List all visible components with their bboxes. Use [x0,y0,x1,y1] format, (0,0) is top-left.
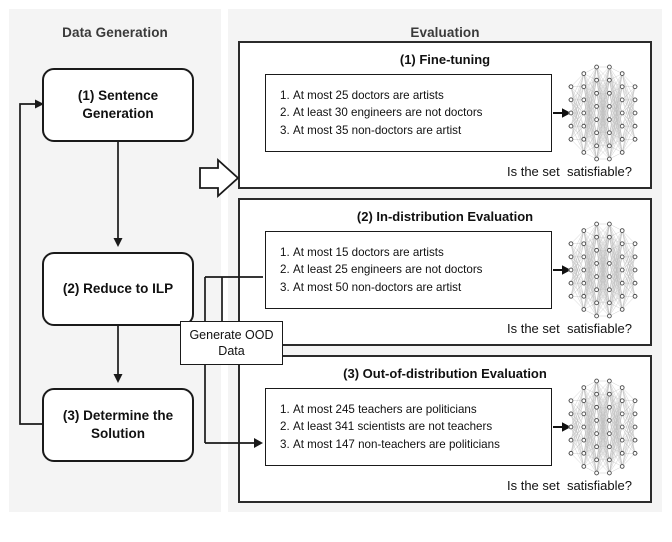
sentence-list-box: 1.At most 15 doctors are artists 2.At le… [265,231,552,309]
sentence-number: 2. [280,263,290,277]
card-title: (3) Out-of-distribution Evaluation [343,366,547,381]
card-title: (1) Fine-tuning [399,52,491,67]
sentence-text: At most 25 doctors are artists [293,88,444,102]
process-box-label: (2) Reduce to ILP [62,280,174,296]
sentence-text: At most 35 non-doctors are artist [293,123,462,137]
sentence-item: 3.At most 35 non-doctors are artist [280,122,551,140]
evaluation-title: Evaluation [410,25,480,40]
card-title: (2) In-distribution Evaluation [356,209,534,224]
sentence-number: 3. [280,437,290,451]
process-box-label: (1) Sentence Generation [77,87,159,121]
sentence-text: At least 341 scientists are not teachers [293,420,493,434]
sentence-number: 1. [280,245,290,259]
question-text: Is the set satisfiable? [506,164,632,179]
sentence-item: 1.At most 25 doctors are artists [280,87,551,105]
sentence-item: 2.At least 25 engineers are not doctors [280,261,551,279]
sentence-number: 2. [280,106,290,120]
arrow-to-model-icon [553,422,571,432]
sentence-list-box: 1.At most 25 doctors are artists 2.At le… [265,74,552,152]
generate-ood-data-label: Generate OOD Data [189,327,274,358]
process-box-reduce-to-ilp[interactable]: (2) Reduce to ILP [42,252,194,326]
sentence-number: 1. [280,88,290,102]
sentence-list-box: 1.At most 245 teachers are politicians 2… [265,388,552,466]
process-box-determine-solution[interactable]: (3) Determine the Solution [42,388,194,462]
sentence-number: 3. [280,123,290,137]
generate-ood-data-box[interactable]: Generate OOD Data [180,321,283,365]
sentence-item: 2.At least 341 scientists are not teache… [280,418,551,436]
sentence-number: 1. [280,402,290,416]
sentence-text: At most 50 non-doctors are artist [293,280,462,294]
sentence-text: At most 245 teachers are politicians [293,402,477,416]
question-text: Is the set satisfiable? [506,321,632,336]
sentence-text: At least 25 engineers are not doctors [293,263,483,277]
sentence-item: 1.At most 245 teachers are politicians [280,401,551,419]
sentence-text: At most 147 non-teachers are politicians [293,437,500,451]
sentence-number: 3. [280,280,290,294]
sentence-item: 3.At most 147 non-teachers are politicia… [280,436,551,454]
sentence-item: 3.At most 50 non-doctors are artist [280,279,551,297]
process-box-label: (3) Determine the Solution [62,407,174,441]
neural-network-icon [568,63,638,163]
neural-network-icon [568,377,638,477]
sentence-text: At most 15 doctors are artists [293,245,444,259]
evaluation-card-out-of-distribution[interactable]: (3) Out-of-distribution Evaluation 1.At … [238,355,652,503]
data-generation-title: Data Generation [62,25,168,40]
sentence-number: 2. [280,420,290,434]
neural-network-icon [568,220,638,320]
arrow-to-model-icon [553,265,571,275]
arrow-to-model-icon [553,108,571,118]
process-box-sentence-generation[interactable]: (1) Sentence Generation [42,68,194,142]
sentence-item: 1.At most 15 doctors are artists [280,244,551,262]
sentence-item: 2.At least 30 engineers are not doctors [280,104,551,122]
evaluation-card-fine-tuning[interactable]: (1) Fine-tuning 1.At most 25 doctors are… [238,41,652,189]
sentence-text: At least 30 engineers are not doctors [293,106,483,120]
evaluation-card-in-distribution[interactable]: (2) In-distribution Evaluation 1.At most… [238,198,652,346]
question-text: Is the set satisfiable? [506,478,632,493]
